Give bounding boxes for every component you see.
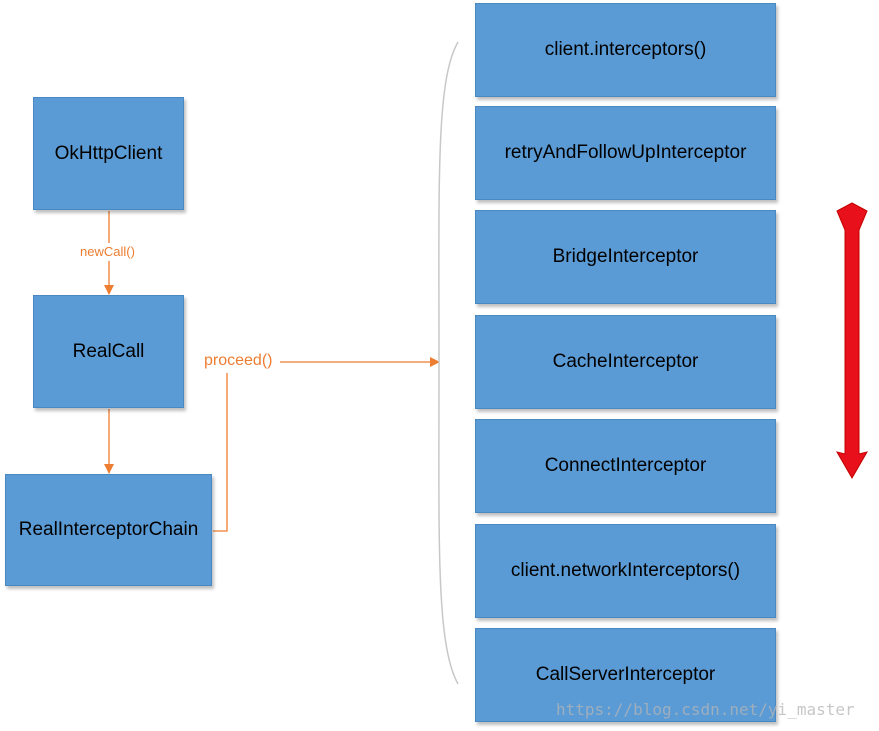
node-realinterceptorchain: RealInterceptorChain <box>5 474 212 586</box>
watermark: https://blog.csdn.net/yi_master <box>556 700 855 719</box>
interceptor-network-interceptors: client.networkInterceptors() <box>475 524 776 618</box>
connector-chain-to-proceed <box>213 373 228 532</box>
red-double-arrow <box>835 202 869 480</box>
interceptor-call-server: CallServerInterceptor <box>475 628 776 722</box>
interceptor-retry-and-follow-up: retryAndFollowUpInterceptor <box>475 106 776 200</box>
edge-label-proceed: proceed() <box>204 352 273 369</box>
node-realcall: RealCall <box>33 295 184 408</box>
interceptor-cache: CacheInterceptor <box>475 315 776 409</box>
interceptor-bridge: BridgeInterceptor <box>475 210 776 304</box>
node-okhttpclient: OkHttpClient <box>33 97 184 210</box>
interceptor-connect: ConnectInterceptor <box>475 419 776 513</box>
interceptor-group-bracket <box>438 41 459 685</box>
edge-label-newcall: newCall() <box>80 244 135 259</box>
interceptor-client-interceptors: client.interceptors() <box>475 3 776 97</box>
